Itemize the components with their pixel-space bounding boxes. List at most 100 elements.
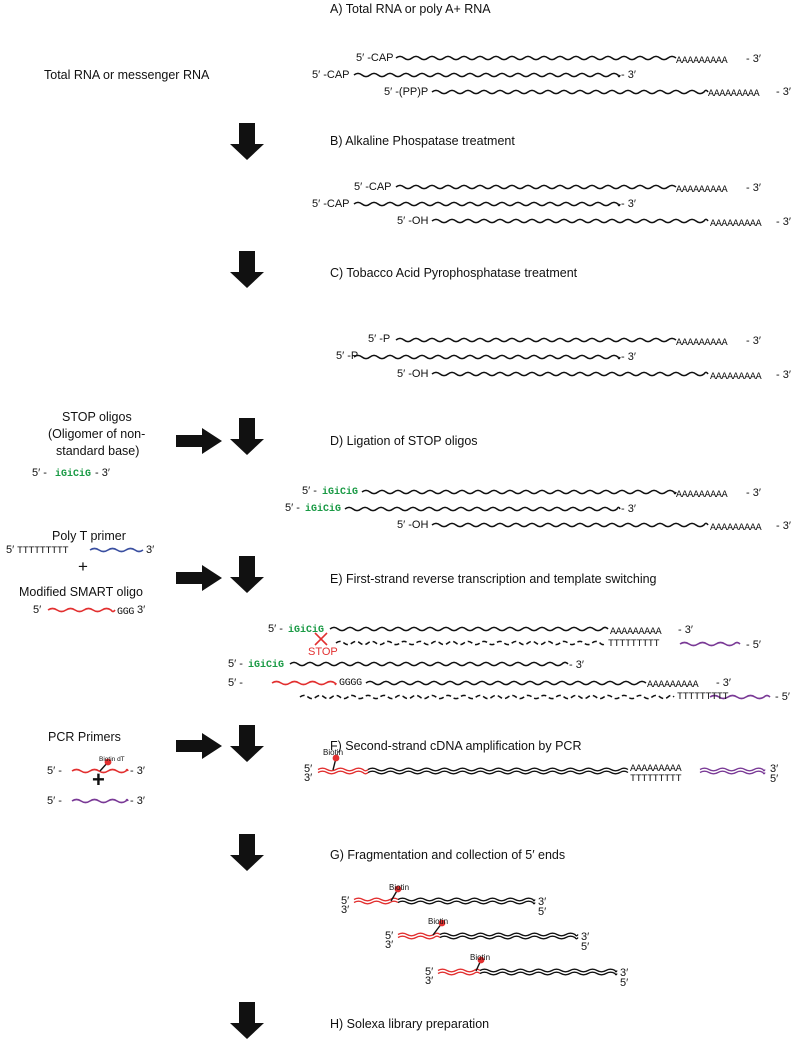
c-rna-strand-2 (353, 354, 621, 360)
g1-3: 3′ (341, 904, 350, 916)
e-row1-5: 5′ - (268, 623, 283, 635)
e-row1-5end: - 5′ (746, 639, 761, 651)
g3-black-top (479, 968, 618, 973)
g3-3: 3′ (425, 975, 434, 987)
g2-biotin-dot (438, 919, 446, 927)
g2-biotin: Biotin (428, 917, 449, 926)
arrow-right-stop (176, 428, 222, 454)
stop-label: STOP (308, 646, 338, 658)
step-e-title: E) First-strand reverse transcription an… (330, 572, 657, 586)
b-strand2-cap: 5′ -CAP (312, 198, 350, 210)
b-strand3-3: - 3′ (776, 216, 791, 228)
b-strand1-cap: 5′ -CAP (354, 181, 392, 193)
b-rna-strand-2 (353, 201, 621, 207)
d-strand3-3: - 3′ (776, 520, 791, 532)
g2-red-bottom (397, 935, 441, 940)
g1-red-top (353, 897, 399, 902)
g2-5r: 5′ (581, 941, 590, 953)
c-rna-strand-1 (395, 337, 677, 343)
f-ds-black-bottom (367, 770, 629, 775)
arrow-down-g-h (230, 1002, 264, 1039)
c-strand3-3: - 3′ (776, 369, 791, 381)
d-strand1-5: 5′ - (302, 485, 317, 497)
stop-seq-3: - 3′ (95, 467, 110, 479)
c-strand2-p: 5′ -P (336, 350, 359, 362)
arrow-down-c-d (230, 418, 264, 455)
e-row3-3: - 3′ (716, 677, 731, 689)
a-strand1-3: - 3′ (746, 53, 761, 65)
f-ds-black-top (367, 767, 629, 772)
d-strand1-3: - 3′ (746, 487, 761, 499)
g1-biotin: Biotin (389, 883, 410, 892)
poly-t-5: 5′ (6, 544, 15, 556)
e-row3-polyt: TTTTTTTTT (677, 692, 729, 703)
stop-cross-b (314, 632, 328, 646)
g3-3r: 3′ (620, 967, 629, 979)
b-strand3-oh: 5′ -OH (397, 215, 429, 227)
d-rna-strand-2 (344, 506, 621, 512)
e-row1-purple-primer (679, 641, 741, 647)
g2-3r: 3′ (581, 931, 590, 943)
a-strand2-cap: 5′ -CAP (312, 69, 350, 81)
e-row3-red-smart (271, 680, 337, 686)
pcr2-3: - 3′ (130, 795, 145, 807)
a-strand3-pppp: 5′ -(PP)P (384, 86, 429, 98)
e-row3-5end: - 5′ (775, 691, 790, 703)
biotin-dt-label: Biotin dT (99, 756, 125, 763)
c-strand1-p: 5′ -P (368, 333, 391, 345)
f-polya: AAAAAAAAA (630, 764, 682, 775)
g3-black-bottom (479, 971, 618, 976)
stop-oligos-title: STOP oligos (62, 410, 132, 424)
g1-3r: 3′ (538, 896, 547, 908)
b-strand3-polya: AAAAAAAAA (710, 219, 762, 230)
g3-red-bottom (437, 971, 481, 976)
f-top-3: 3′ (770, 763, 779, 775)
e-row3-purple-primer (709, 694, 771, 700)
e-row3-polya: AAAAAAAAA (647, 680, 699, 691)
pcr-primer-purple (71, 798, 129, 804)
step-h-title: H) Solexa library preparation (330, 1017, 490, 1031)
stop-oligos-desc-2: standard base) (56, 444, 140, 458)
g1-black-bottom (397, 900, 536, 905)
pcr1-3: - 3′ (130, 765, 145, 777)
g1-biotin-dot (394, 885, 402, 893)
step-f-title: F) Second-strand cDNA amplification by P… (330, 739, 582, 753)
arrow-down-d-e (230, 556, 264, 593)
stop-oligos-desc-1: (Oligomer of non- (48, 427, 146, 441)
arrow-right-primers (176, 565, 222, 591)
g1-5: 5′ (341, 895, 350, 907)
b-strand2-3: - 3′ (621, 198, 636, 210)
c-strand3-polya: AAAAAAAAA (710, 372, 762, 383)
f-top-5: 5′ (304, 763, 313, 775)
smart-3: 3′ (137, 604, 146, 616)
d-strand2-igicig: iGiCiG (305, 504, 342, 515)
b-strand1-polya: AAAAAAAAA (676, 185, 728, 196)
poly-t-seq: TTTTTTTTT (17, 546, 69, 557)
a-rna-strand-2 (353, 72, 621, 78)
e-row1-polya: AAAAAAAAA (610, 627, 662, 638)
d-rna-strand-3 (431, 522, 709, 528)
c-strand1-polya: AAAAAAAAA (676, 338, 728, 349)
f-bottom-5: 5′ (770, 773, 779, 785)
g1-5r: 5′ (538, 906, 547, 918)
f-ds-purple-bottom (699, 770, 766, 775)
f-ds-red-bottom (317, 770, 369, 775)
smart-title: Modified SMART oligo (19, 585, 143, 599)
g3-biotin-dot (477, 956, 485, 964)
d-strand1-igicig: iGiCiG (322, 487, 359, 498)
g2-3: 3′ (385, 939, 394, 951)
e-row1-rna (329, 626, 609, 632)
e-row1-polyt: TTTTTTTTT (608, 639, 660, 650)
g3-red-top (437, 968, 481, 973)
smart-5: 5′ (33, 604, 42, 616)
c-strand3-oh: 5′ -OH (397, 368, 429, 380)
arrow-down-f-g (230, 834, 264, 871)
c-strand1-3: - 3′ (746, 335, 761, 347)
stop-seq: iGiCiG (55, 469, 92, 480)
g2-5: 5′ (385, 930, 394, 942)
e-row2-rna (289, 661, 569, 667)
c-rna-strand-3 (431, 371, 709, 377)
e-row1-3: - 3′ (678, 624, 693, 636)
e-row2-3: - 3′ (569, 659, 584, 671)
step-a-title: A) Total RNA or poly A+ RNA (330, 2, 491, 16)
